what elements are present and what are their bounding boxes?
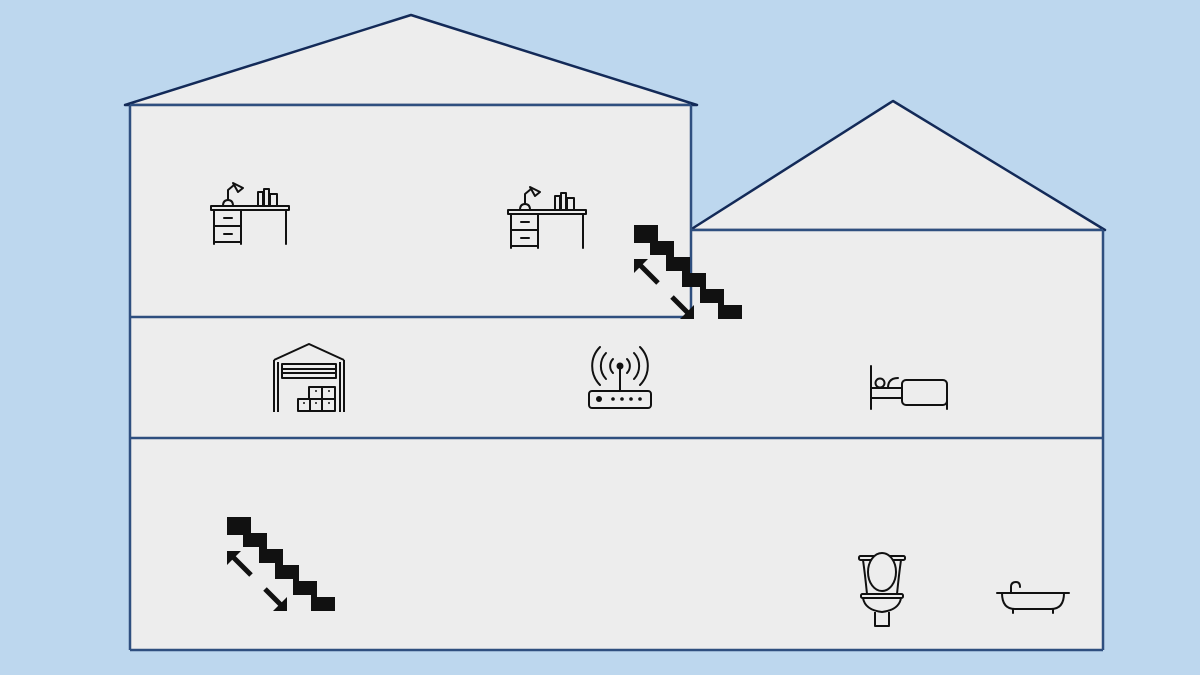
wing-wall	[691, 230, 1103, 650]
house-structure	[123, 13, 1107, 652]
wing-roof	[688, 99, 1107, 232]
main-block-wall	[130, 105, 691, 650]
main-roof	[123, 13, 699, 107]
